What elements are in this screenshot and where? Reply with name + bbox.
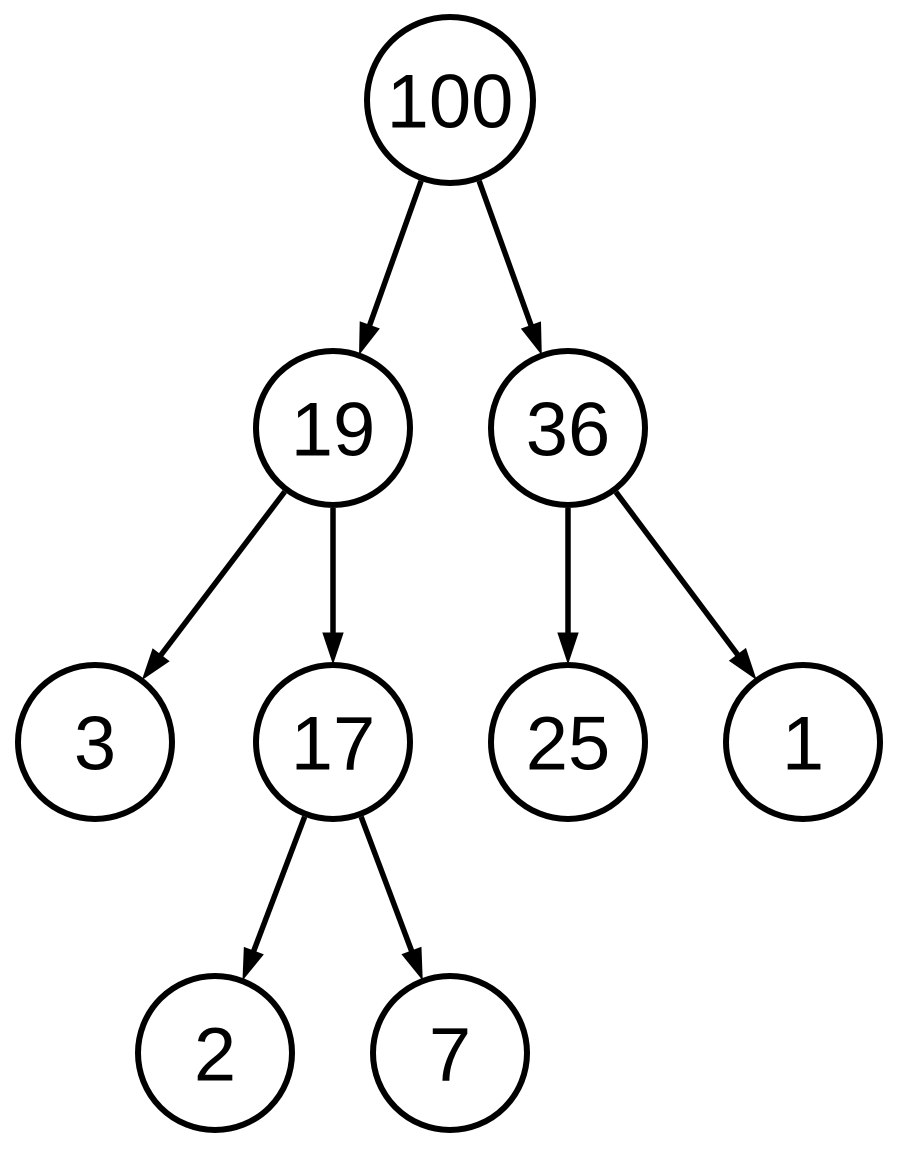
tree-node-19[interactable]: 19 [253,348,413,508]
node-circle[interactable] [15,662,175,822]
edge-line [613,490,740,657]
edge-line [158,490,287,657]
node-circle[interactable] [135,973,295,1133]
edge-line [476,179,534,327]
node-circle[interactable] [253,662,413,822]
edge-100-to-36 [476,179,542,356]
arrowhead-icon [557,632,579,665]
node-label: 100 [387,60,514,145]
edge-36-to-25 [557,508,579,665]
node-label: 3 [74,702,116,787]
arrowhead-icon [242,946,264,981]
tree-node-17[interactable]: 17 [253,662,413,822]
node-label: 19 [291,388,376,473]
node-label: 36 [526,388,611,473]
edge-line [251,815,308,953]
tree-node-1[interactable]: 1 [723,662,883,822]
edge-17-to-7 [358,815,423,981]
arrowhead-icon [141,648,170,681]
node-circle[interactable] [364,14,536,186]
node-circle[interactable] [488,348,648,508]
edge-19-to-17 [322,508,344,665]
edge-17-to-2 [242,815,308,981]
node-label: 1 [782,702,824,787]
tree-node-25[interactable]: 25 [488,662,648,822]
tree-node-100[interactable]: 100 [364,14,536,186]
arrowhead-icon [728,647,757,681]
edge-line [358,815,415,952]
node-label: 2 [194,1013,236,1098]
node-label: 17 [291,702,376,787]
arrowhead-icon [359,321,380,356]
edge-100-to-19 [359,180,424,356]
arrowhead-icon [322,632,344,665]
node-circle[interactable] [723,662,883,822]
node-circle[interactable] [488,662,648,822]
edge-36-to-1 [613,490,757,681]
edges-layer [141,179,757,981]
node-label: 7 [429,1013,471,1098]
tree-node-3[interactable]: 3 [15,662,175,822]
edge-19-to-3 [141,490,287,681]
arrowhead-icon [520,321,542,356]
arrowhead-icon [401,946,423,981]
nodes-layer: 100 19 36 3 17 25 1 2 7 [15,14,883,1133]
tree-node-36[interactable]: 36 [488,348,648,508]
node-circle[interactable] [370,973,530,1133]
node-label: 25 [526,702,611,787]
tree-node-7[interactable]: 7 [370,973,530,1133]
tree-node-2[interactable]: 2 [135,973,295,1133]
node-circle[interactable] [253,348,413,508]
edge-line [367,180,424,327]
